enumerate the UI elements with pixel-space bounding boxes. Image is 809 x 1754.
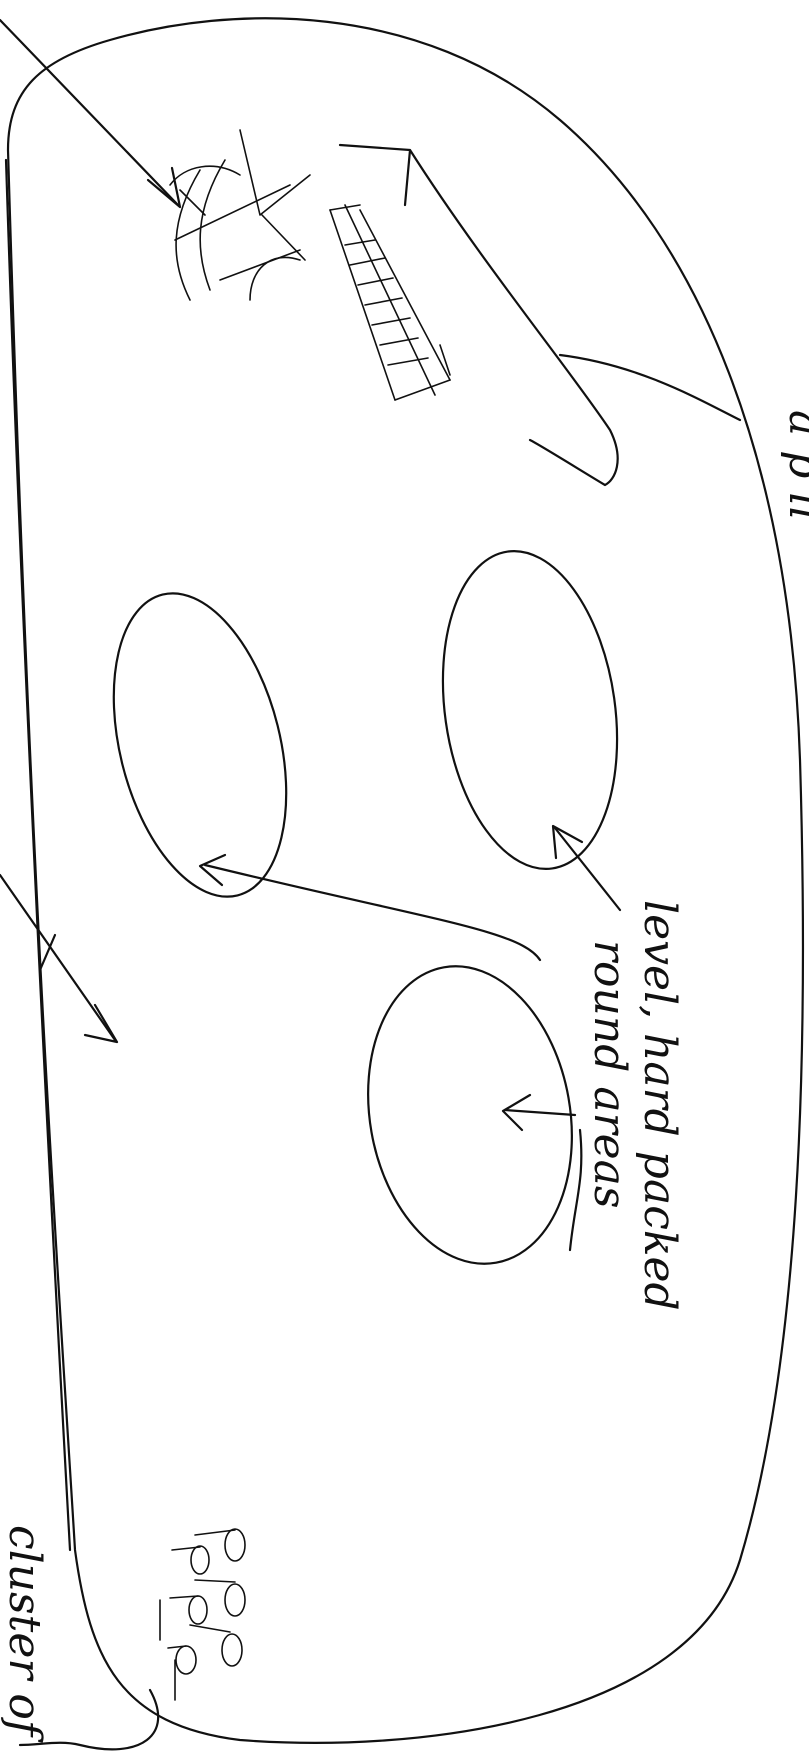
arrow-to-edge (0, 873, 117, 1042)
site-boundary-outline (6, 17, 805, 1744)
arrow-head-plants (146, 166, 182, 209)
annotation-round-areas: round areas (584, 940, 635, 1208)
annotation-level-hard-packed: level, hard packed (634, 900, 685, 1311)
edge-tick-mark (38, 933, 57, 972)
round-area-left (112, 592, 288, 898)
arrow-to-right-area (553, 826, 622, 912)
arrow-to-left-area (203, 863, 542, 962)
shrub-cluster-sketch (169, 129, 311, 301)
round-area-bottom (367, 965, 573, 1265)
boundary-edge-line (4, 158, 72, 1552)
round-area-right (441, 550, 619, 870)
ramp-structure-sketch (329, 204, 451, 401)
arrow-head-edge (83, 1003, 119, 1044)
arrow-head-right-area (551, 824, 584, 860)
wedge-shape-sketch (338, 143, 619, 487)
arrow-to-bottom-area (503, 1108, 583, 1252)
arrow-head-left-area (198, 853, 227, 887)
wedge-leader-line (558, 353, 742, 422)
cluster-leader-line (18, 1688, 160, 1751)
annotation-cluster: cluster of (0, 1525, 50, 1743)
annotation-top-right-fragment: a p ll (779, 410, 809, 521)
arrow-to-plants (0, 18, 180, 207)
arrow-head-bottom-area (501, 1093, 532, 1132)
post-cluster-sketch (159, 1528, 246, 1701)
